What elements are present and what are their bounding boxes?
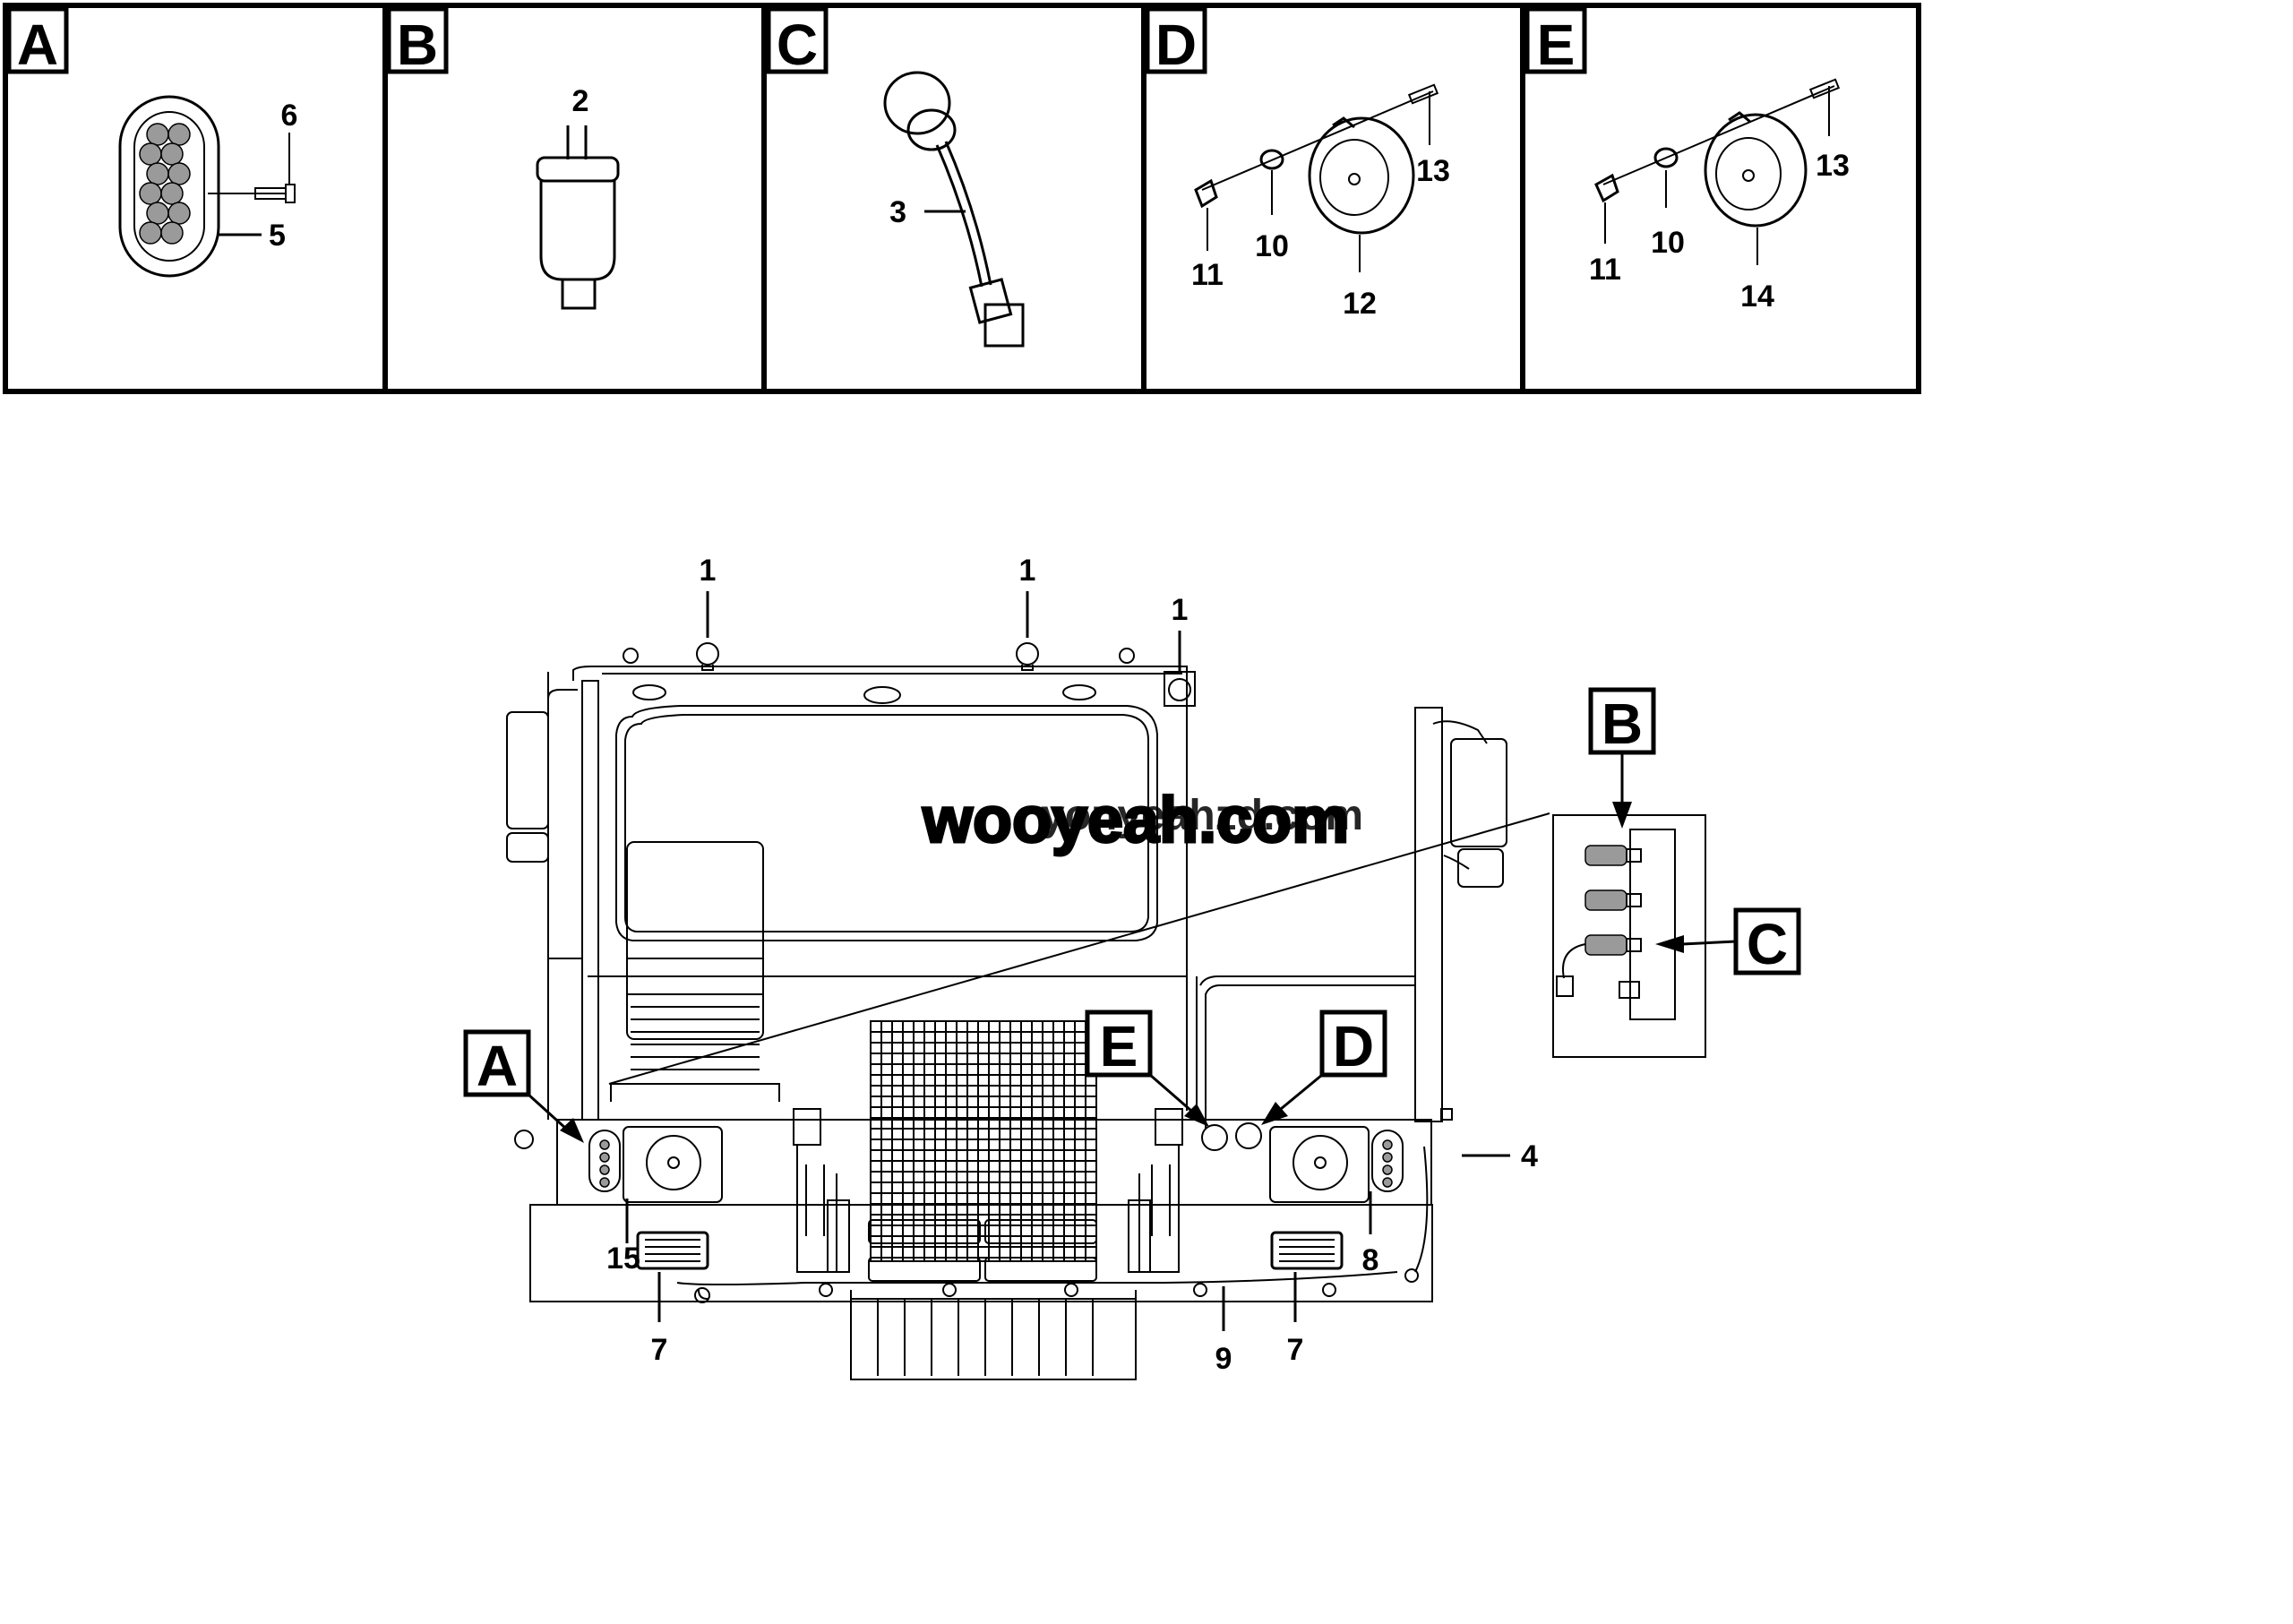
panel-d[interactable]: D 13 11 10 12 bbox=[1145, 6, 1450, 321]
svg-text:C: C bbox=[1747, 912, 1788, 976]
bellows-icon bbox=[610, 958, 780, 1102]
callout-4: 4 bbox=[1462, 1139, 1538, 1173]
sensor-harness-icon bbox=[883, 71, 1025, 348]
part-label-13: 13 bbox=[1816, 149, 1850, 183]
headlamp-icon bbox=[1269, 1126, 1370, 1203]
svg-text:D: D bbox=[1333, 1014, 1374, 1078]
callout-7-right: 7 bbox=[1287, 1272, 1304, 1367]
part-label-6: 6 bbox=[281, 99, 298, 133]
part-label-11: 11 bbox=[1589, 253, 1621, 287]
detail-panel-row bbox=[3, 3, 1921, 394]
part-label-3: 3 bbox=[889, 195, 906, 229]
connector-icon bbox=[1619, 981, 1640, 999]
worklight-icon bbox=[1164, 671, 1196, 707]
svg-text:1: 1 bbox=[700, 554, 717, 588]
worklight-icon bbox=[696, 642, 719, 671]
part-label-11: 11 bbox=[1191, 258, 1224, 292]
bracket-icon bbox=[1128, 1108, 1183, 1273]
horn-icon bbox=[1235, 1122, 1262, 1149]
svg-text:4: 4 bbox=[1521, 1139, 1538, 1173]
lamp-lens-cluster-icon bbox=[139, 123, 191, 245]
part-label-2: 2 bbox=[572, 84, 589, 118]
part-label-10: 10 bbox=[1255, 229, 1289, 263]
callout-1-center: 1 bbox=[1019, 554, 1036, 638]
callout-9: 9 bbox=[1215, 1286, 1232, 1376]
panel-b[interactable]: B 2 bbox=[386, 6, 620, 310]
switch-panel-inset bbox=[608, 812, 1706, 1085]
panel-d-label: D bbox=[1155, 13, 1197, 77]
horn-icon bbox=[1201, 1124, 1228, 1151]
svg-text:9: 9 bbox=[1215, 1342, 1232, 1376]
tail-lamp-icon bbox=[1371, 1130, 1404, 1192]
detail-marker-d[interactable]: D bbox=[1261, 1010, 1387, 1125]
detail-marker-e[interactable]: E bbox=[1085, 1010, 1209, 1127]
watermark-secondary: yonyeahzd.com bbox=[1041, 792, 1363, 839]
watermark: wooyeah.com yonyeahzd.com bbox=[921, 784, 1364, 858]
radiator-grille-icon bbox=[870, 1020, 1097, 1262]
worklamp-icon bbox=[636, 1231, 709, 1270]
part-label-10: 10 bbox=[1651, 226, 1685, 260]
detail-marker-c[interactable]: C bbox=[1655, 907, 1801, 976]
tail-lamp-icon bbox=[588, 1130, 621, 1192]
svg-text:1: 1 bbox=[1019, 554, 1036, 588]
panel-c[interactable]: C 3 bbox=[766, 6, 1025, 348]
panel-c-label: C bbox=[777, 13, 818, 77]
sensor-harness-icon bbox=[1556, 934, 1642, 997]
headlamp-icon bbox=[623, 1126, 723, 1203]
worklight-icon bbox=[1016, 642, 1039, 671]
machine-front-view bbox=[506, 642, 1507, 1380]
panel-a-label: A bbox=[17, 13, 58, 77]
detail-marker-b[interactable]: B bbox=[1588, 687, 1656, 829]
horn-icon bbox=[1194, 83, 1439, 235]
horn-icon bbox=[1594, 78, 1841, 228]
svg-text:A: A bbox=[477, 1034, 518, 1098]
watermark-primary: wooyeah.com bbox=[922, 785, 1349, 856]
pressure-switch-icon bbox=[1584, 845, 1642, 866]
svg-text:B: B bbox=[1602, 692, 1643, 756]
callout-15: 15 bbox=[606, 1199, 640, 1276]
pressure-switch-icon bbox=[1584, 889, 1642, 911]
worklamp-icon bbox=[1270, 1231, 1344, 1270]
panel-e[interactable]: E 13 11 10 14 bbox=[1524, 6, 1850, 314]
vent-grille-icon bbox=[868, 1219, 1097, 1282]
step-ladder-icon bbox=[850, 1290, 1137, 1380]
svg-text:1: 1 bbox=[1172, 593, 1189, 627]
svg-text:E: E bbox=[1100, 1014, 1138, 1078]
callout-1-right: 1 bbox=[1172, 593, 1189, 674]
part-label-14: 14 bbox=[1740, 279, 1774, 314]
svg-text:7: 7 bbox=[1287, 1333, 1304, 1367]
bracket-icon bbox=[793, 1108, 850, 1273]
part-label-13: 13 bbox=[1416, 154, 1450, 188]
detail-marker-a[interactable]: A bbox=[463, 1029, 584, 1143]
callout-8: 8 bbox=[1362, 1191, 1379, 1277]
callout-1-left: 1 bbox=[700, 554, 717, 638]
pressure-switch-icon bbox=[536, 125, 620, 310]
panel-a[interactable]: A 6 5 bbox=[6, 6, 298, 278]
svg-text:8: 8 bbox=[1362, 1243, 1379, 1277]
svg-text:7: 7 bbox=[651, 1333, 668, 1367]
svg-text:15: 15 bbox=[606, 1242, 640, 1276]
part-label-12: 12 bbox=[1343, 287, 1377, 321]
bolt-icon bbox=[208, 184, 296, 203]
panel-e-label: E bbox=[1537, 13, 1576, 77]
part-label-5: 5 bbox=[269, 219, 286, 253]
panel-b-label: B bbox=[397, 13, 438, 77]
callout-7-left: 7 bbox=[651, 1272, 668, 1367]
